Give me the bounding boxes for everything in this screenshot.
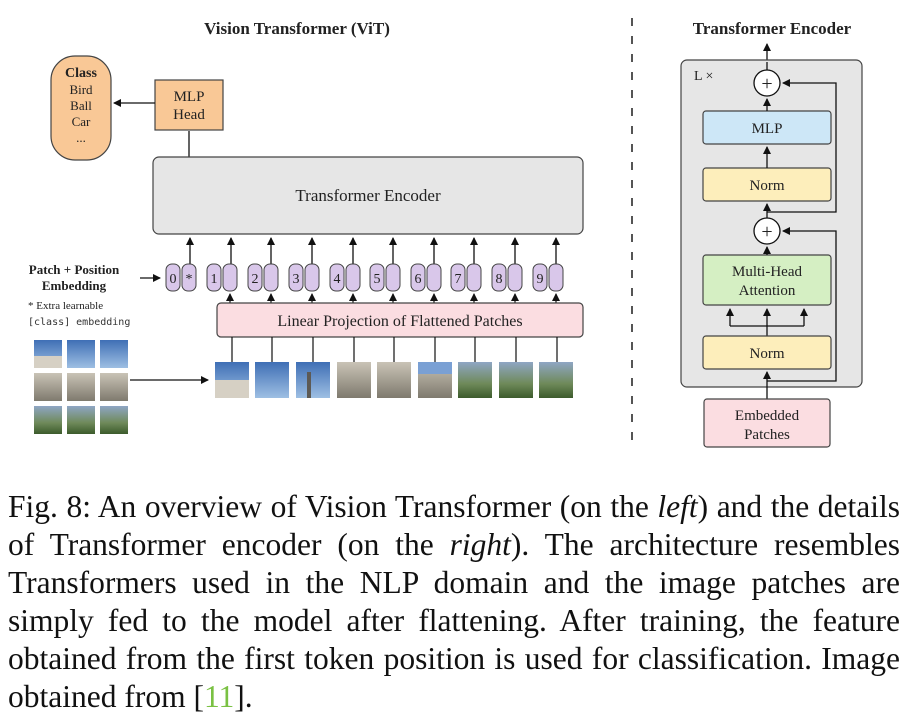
patch-image	[377, 362, 411, 398]
attention-block: Multi-Head Attention	[702, 254, 832, 306]
patch-image	[100, 373, 128, 401]
patch-image	[215, 380, 249, 398]
patch-image	[296, 362, 330, 398]
figure-caption: Fig. 8: An overview of Vision Transforme…	[8, 488, 900, 716]
svg-text:8: 8	[496, 272, 503, 287]
token-7: 7	[450, 263, 482, 292]
mlp-block: MLP	[702, 110, 832, 145]
norm-label: Norm	[750, 178, 785, 194]
patch-image	[499, 362, 533, 398]
patch-lines	[231, 337, 558, 362]
caption-text: Fig. 8: An overview of Vision Transforme…	[8, 489, 658, 524]
token-1: 1	[206, 263, 238, 292]
flattened-patches	[215, 362, 573, 398]
svg-text:3: 3	[293, 272, 300, 287]
patch-image	[100, 406, 128, 434]
linear-projection-box: Linear Projection of Flattened Patches	[216, 302, 584, 338]
patch-image	[34, 373, 62, 401]
patch-image	[34, 406, 62, 434]
extra-learnable-note: * Extra learnable	[28, 300, 103, 312]
patch-image	[100, 340, 128, 368]
attention-label: Multi-Head	[732, 264, 802, 280]
svg-text:4: 4	[334, 272, 341, 287]
mlp-head-label: Head	[173, 107, 205, 123]
svg-text:5: 5	[374, 272, 381, 287]
caption-text: ].	[234, 679, 253, 714]
patch-image	[67, 340, 95, 368]
class-embedding-note: [class] embedding	[28, 317, 130, 328]
token-3: 3	[288, 263, 320, 292]
caption-text: ). The architecture resembles Transforme…	[8, 527, 900, 714]
norm-block-upper: Norm	[702, 167, 832, 202]
svg-text:7: 7	[455, 272, 462, 287]
svg-text:6: 6	[415, 272, 422, 287]
residual-path-upper	[766, 83, 837, 213]
token-6: 6	[410, 263, 442, 292]
patch-image	[539, 362, 573, 398]
transformer-encoder-box: Transformer Encoder	[152, 156, 584, 235]
token-0: 0 *	[165, 263, 197, 292]
embedding-tokens: 0 * 1 2 3 4 5	[165, 263, 564, 292]
class-item: ...	[76, 130, 86, 145]
mlp-head-box: MLP Head	[154, 79, 224, 131]
plus-symbol: +	[761, 221, 772, 243]
mlp-head-label: MLP	[174, 89, 205, 105]
token-arrows	[186, 237, 560, 264]
input-image-grid	[34, 340, 128, 434]
class-item: Car	[72, 114, 91, 129]
embedded-patches-box: Embedded Patches	[703, 398, 831, 448]
attention-label: Attention	[739, 283, 796, 299]
norm-block-lower: Norm	[702, 335, 832, 370]
svg-text:9: 9	[537, 272, 544, 287]
embedded-label: Embedded	[735, 408, 800, 424]
class-item: Ball	[70, 98, 92, 113]
caption-text: ) and the details of Transformer encoder…	[8, 489, 900, 562]
residual-path-lower	[767, 227, 837, 382]
norm-label: Norm	[750, 346, 785, 362]
projection-arrows	[226, 293, 560, 303]
patch-image	[67, 406, 95, 434]
class-item: Bird	[69, 82, 93, 97]
citation-link[interactable]: 11	[203, 679, 235, 714]
token-8: 8	[491, 263, 523, 292]
token-2: 2	[247, 263, 279, 292]
vit-figure: Vision Transformer (ViT) Class Bird Ball…	[28, 18, 863, 448]
encoder-label: Transformer Encoder	[295, 186, 441, 205]
patch-image	[458, 362, 492, 398]
class-token-mark: *	[186, 272, 193, 287]
patch-image	[67, 373, 95, 401]
svg-text:1: 1	[211, 272, 218, 287]
embedded-label: Patches	[744, 427, 790, 443]
encoder-detail-title: Transformer Encoder	[693, 19, 852, 38]
patch-position-label: Patch + Position	[29, 262, 120, 277]
class-title: Class	[65, 66, 97, 81]
linear-projection-label: Linear Projection of Flattened Patches	[277, 313, 522, 330]
vit-title: Vision Transformer (ViT)	[204, 19, 390, 38]
token-9: 9	[532, 263, 564, 292]
patch-image	[255, 362, 289, 398]
plus-symbol: +	[761, 73, 772, 95]
class-output-box: Class Bird Ball Car ...	[50, 55, 112, 161]
qkv-arrows	[726, 308, 808, 336]
repeat-label: L ×	[694, 69, 713, 84]
caption-emphasis: left	[657, 489, 698, 524]
patch-position-label: Embedding	[42, 278, 107, 293]
caption-emphasis: right	[449, 527, 511, 562]
mlp-label: MLP	[752, 121, 783, 137]
patch-image	[337, 362, 371, 398]
token-5: 5	[369, 263, 401, 292]
svg-text:0: 0	[170, 272, 177, 287]
svg-text:2: 2	[252, 272, 259, 287]
token-4: 4	[329, 263, 361, 292]
